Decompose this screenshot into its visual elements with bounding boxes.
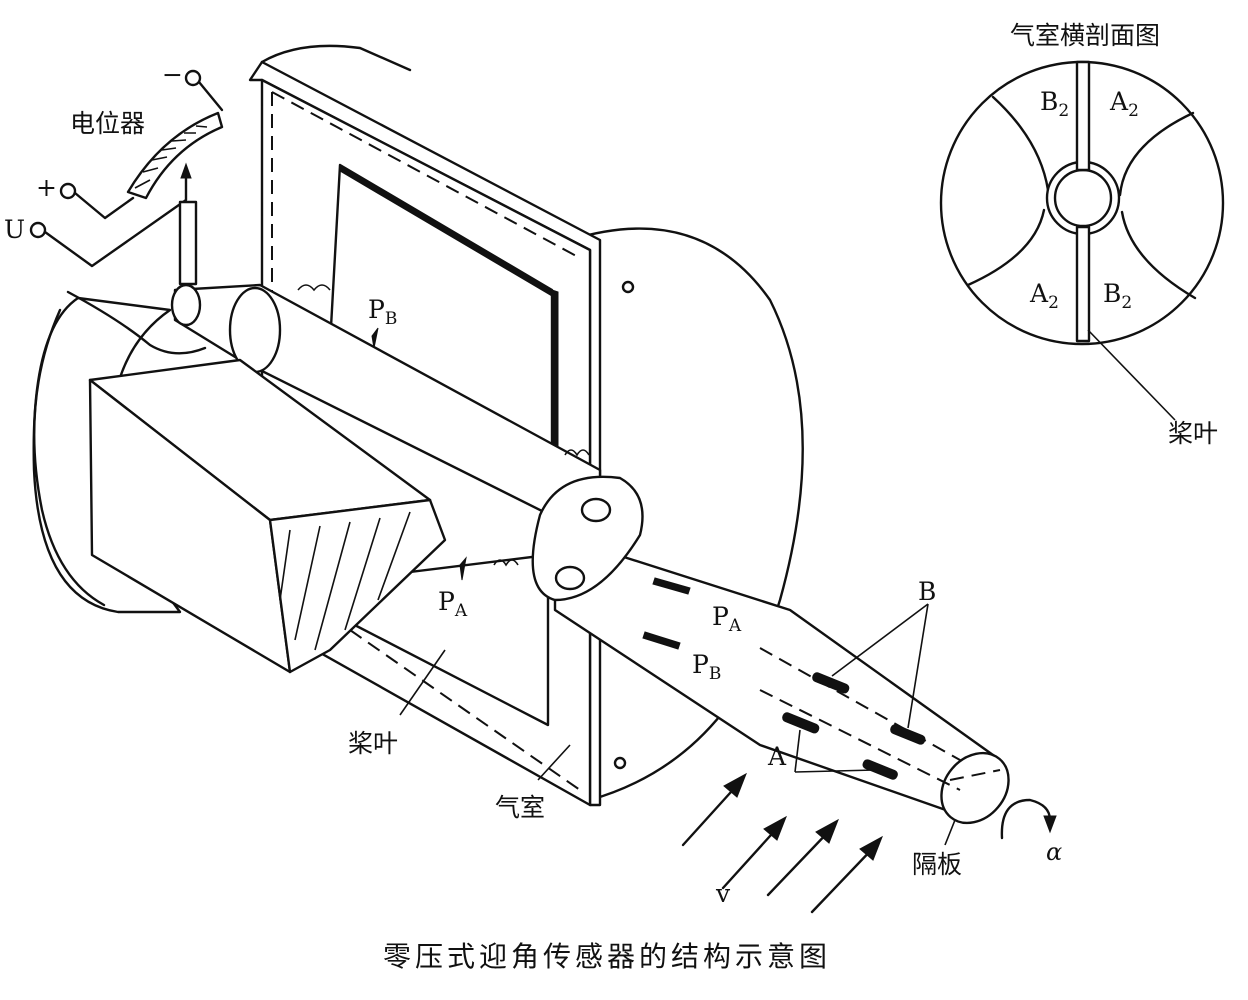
shaft-end bbox=[170, 283, 202, 327]
spring-middle bbox=[564, 449, 590, 457]
section-label-b2-top: B2 bbox=[1040, 87, 1069, 121]
leader-a-2 bbox=[794, 769, 876, 773]
airflow-arrows bbox=[681, 772, 883, 914]
wiper-rod bbox=[178, 200, 198, 286]
pb-main-arrow bbox=[371, 327, 379, 349]
section-label-a2-top: A2 bbox=[1109, 87, 1139, 121]
rear-flange-rim bbox=[33, 308, 106, 607]
potentiometer-hatch bbox=[134, 125, 208, 189]
probe-internal-line-2 bbox=[759, 689, 961, 791]
probe-port-top bbox=[580, 497, 612, 523]
chamber-seal-top bbox=[271, 91, 581, 259]
label-minus: − bbox=[162, 60, 183, 89]
label-pa-probe: PA bbox=[712, 602, 742, 636]
chamber-top-lip bbox=[260, 44, 412, 72]
bolt-upper bbox=[621, 280, 635, 294]
leader-b-1 bbox=[831, 603, 929, 677]
figure-caption: 零压式迎角传感器的结构示意图 bbox=[383, 940, 831, 973]
section-arc-bottom-right bbox=[1120, 210, 1197, 300]
hole-b-1 bbox=[812, 672, 850, 694]
section-label-b2-bottom: B2 bbox=[1103, 279, 1132, 313]
leader-paddle bbox=[399, 649, 446, 716]
label-alpha: α bbox=[1046, 838, 1062, 866]
label-velocity: v bbox=[715, 879, 731, 908]
label-potentiometer: 电位器 bbox=[70, 109, 145, 138]
counterweight-hatch bbox=[279, 511, 411, 651]
conical-probe bbox=[399, 475, 1010, 846]
hole-b-2 bbox=[890, 724, 926, 745]
label-pa-main: PA bbox=[438, 587, 468, 621]
probe-tip-partition bbox=[949, 769, 1001, 781]
leader-chamber bbox=[537, 744, 571, 781]
chamber-seal-bottom bbox=[349, 629, 581, 791]
rotation-arrow bbox=[1000, 798, 1052, 840]
section-hub-inner bbox=[1053, 168, 1113, 228]
leader-partition bbox=[944, 819, 956, 846]
hole-a-1 bbox=[782, 712, 820, 734]
break-line-top bbox=[66, 290, 207, 355]
label-partition: 隔板 bbox=[912, 850, 962, 879]
spring-upper bbox=[297, 284, 331, 292]
paddle-vane-upper-side bbox=[551, 289, 559, 472]
section-label-paddle: 桨叶 bbox=[1168, 419, 1218, 448]
label-a: A bbox=[767, 742, 787, 771]
rotation-arrow-head bbox=[1043, 815, 1057, 834]
label-u: U bbox=[4, 215, 25, 244]
pb-probe-arrow bbox=[642, 631, 681, 650]
probe-internal-line-1 bbox=[759, 647, 961, 761]
section-paddle-bottom bbox=[1075, 225, 1091, 343]
hole-a-2 bbox=[862, 759, 898, 780]
label-paddle: 桨叶 bbox=[348, 729, 398, 758]
spring-lower bbox=[493, 559, 519, 567]
label-pb-main: PB bbox=[368, 295, 397, 329]
section-title: 气室横剖面图 bbox=[1010, 21, 1160, 50]
wire-minus bbox=[197, 80, 224, 112]
probe-port-bottom bbox=[554, 565, 586, 591]
label-b: B bbox=[918, 577, 936, 606]
terminal-u bbox=[29, 221, 47, 239]
wire-wiper bbox=[43, 168, 188, 268]
leader-a-1 bbox=[794, 729, 801, 773]
leader-b-2 bbox=[907, 603, 929, 729]
section-arc-bottom-left bbox=[966, 208, 1046, 287]
cross-section-view bbox=[939, 60, 1225, 421]
section-label-a2-bottom: A2 bbox=[1029, 279, 1059, 313]
wiper-arrow bbox=[180, 162, 192, 179]
counterweight-front bbox=[268, 498, 447, 674]
pa-main-arrow bbox=[459, 556, 467, 581]
section-paddle-leader bbox=[1087, 329, 1176, 421]
label-pb-probe: PB bbox=[692, 650, 721, 684]
terminal-minus bbox=[184, 69, 202, 87]
bolt-lower bbox=[613, 756, 627, 770]
section-arc-top-left bbox=[991, 95, 1050, 192]
terminal-plus bbox=[59, 182, 77, 200]
section-paddle-top bbox=[1075, 60, 1091, 172]
pa-probe-arrow bbox=[652, 577, 691, 595]
potentiometer-circuit bbox=[29, 69, 224, 286]
probe-tip bbox=[940, 751, 1010, 825]
wire-plus bbox=[73, 191, 135, 220]
label-plus: + bbox=[36, 173, 57, 202]
section-arc-top-right bbox=[1118, 111, 1195, 197]
label-air-chamber: 气室 bbox=[495, 793, 545, 822]
